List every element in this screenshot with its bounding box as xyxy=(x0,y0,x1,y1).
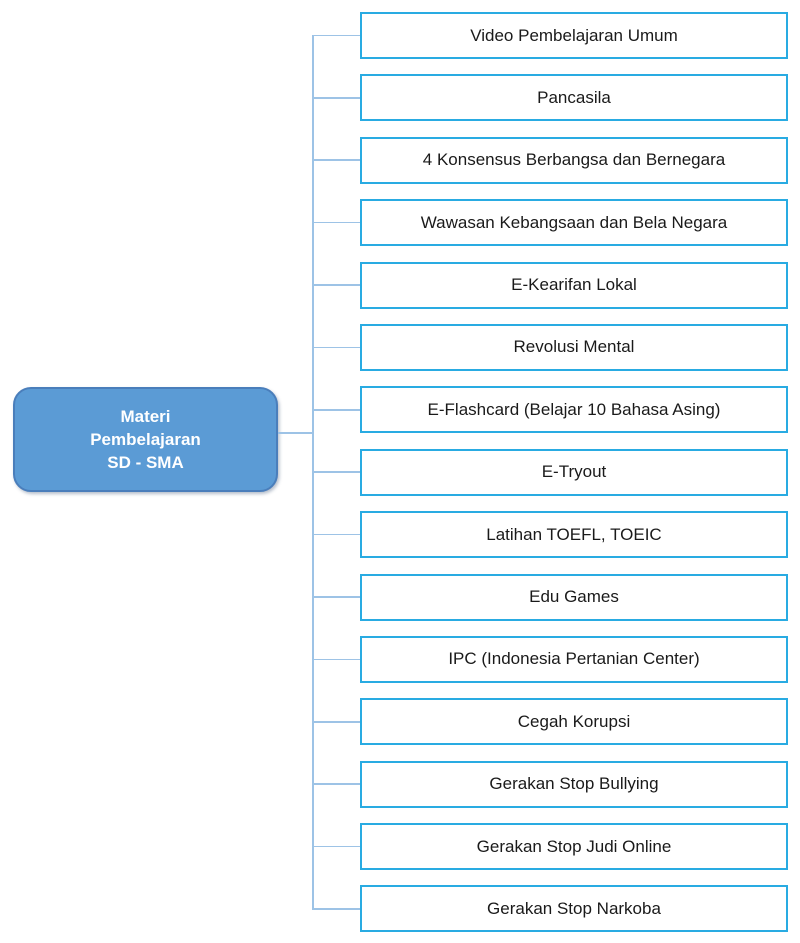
root-node: Materi Pembelajaran SD - SMA xyxy=(13,387,278,492)
tree-node-label: Revolusi Mental xyxy=(513,337,635,357)
root-node-label: Materi Pembelajaran SD - SMA xyxy=(90,405,201,474)
tree-node: Gerakan Stop Bullying xyxy=(311,760,788,808)
tree-node-label: E-Kearifan Lokal xyxy=(511,275,637,295)
child-nodes-column: Video Pembelajaran Umum Pancasila 4 Kons… xyxy=(311,12,788,933)
tree-node-label: Wawasan Kebangsaan dan Bela Negara xyxy=(420,212,728,232)
tree-node-label: E-Tryout xyxy=(541,462,607,482)
tree-node: IPC (Indonesia Pertanian Center) xyxy=(311,635,788,683)
tree-node-label: Gerakan Stop Narkoba xyxy=(487,898,661,918)
tree-node: Gerakan Stop Narkoba xyxy=(311,885,788,933)
tree-node: E-Kearifan Lokal xyxy=(311,261,788,309)
tree-node-label: 4 Konsensus Berbangsa dan Bernegara xyxy=(422,150,726,170)
tree-node: Pancasila xyxy=(311,74,788,122)
tree-node: Wawasan Kebangsaan dan Bela Negara xyxy=(311,199,788,247)
tree-node-label: Video Pembelajaran Umum xyxy=(470,25,678,45)
root-label-line-2: Pembelajaran xyxy=(90,430,201,449)
root-label-line-1: Materi xyxy=(120,407,171,426)
tree-node: Latihan TOEFL, TOEIC xyxy=(311,511,788,559)
tree-node-label: Edu Games xyxy=(529,587,619,607)
root-label-line-3: SD - SMA xyxy=(107,453,184,472)
tree-node: E-Tryout xyxy=(311,448,788,496)
tree-node: E-Flashcard (Belajar 10 Bahasa Asing) xyxy=(311,386,788,434)
tree-node: Edu Games xyxy=(311,573,788,621)
tree-node-label: Cegah Korupsi xyxy=(517,711,631,731)
tree-node-label: IPC (Indonesia Pertanian Center) xyxy=(448,649,700,669)
tree-node-label: Latihan TOEFL, TOEIC xyxy=(486,524,662,544)
root-connector-line xyxy=(278,432,313,434)
tree-node-label: Gerakan Stop Judi Online xyxy=(476,836,672,856)
tree-node: Revolusi Mental xyxy=(311,323,788,371)
tree-node: Video Pembelajaran Umum xyxy=(311,12,788,59)
tree-node-label: Pancasila xyxy=(537,87,611,107)
tree-node-label: E-Flashcard (Belajar 10 Bahasa Asing) xyxy=(427,399,721,419)
tree-node-label: Gerakan Stop Bullying xyxy=(489,774,659,794)
tree-node: Cegah Korupsi xyxy=(311,698,788,746)
tree-node: 4 Konsensus Berbangsa dan Bernegara xyxy=(311,136,788,184)
tree-node: Gerakan Stop Judi Online xyxy=(311,823,788,871)
